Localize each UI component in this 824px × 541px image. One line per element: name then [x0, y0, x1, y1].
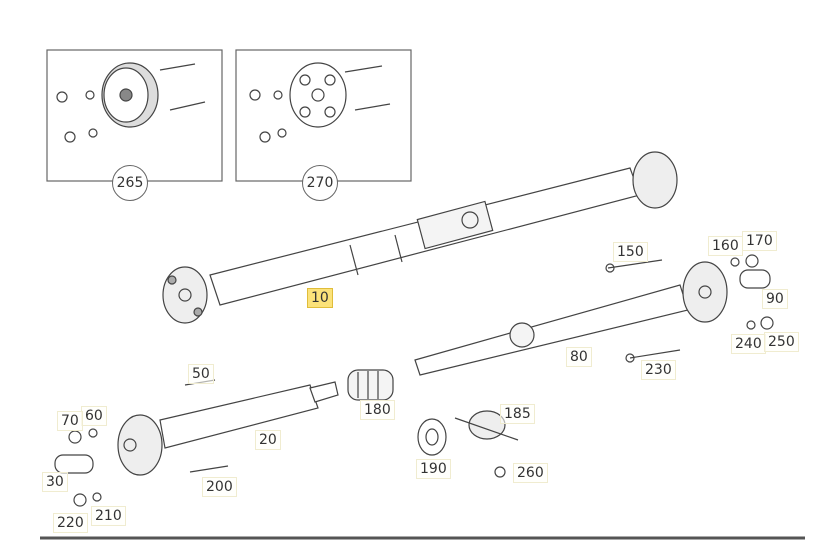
flex-disc-270-icon	[249, 62, 391, 143]
part-label-150[interactable]: 150	[613, 242, 648, 262]
propeller-shaft-20	[54, 379, 339, 507]
part-label-70[interactable]: 70	[57, 411, 83, 431]
part-label-260[interactable]: 260	[513, 463, 548, 483]
part-label-80[interactable]: 80	[566, 347, 592, 367]
propeller-shaft-80	[414, 254, 774, 376]
part-label-90[interactable]: 90	[762, 289, 788, 309]
part-label-220[interactable]: 220	[53, 513, 88, 533]
part-label-250[interactable]: 250	[764, 332, 799, 352]
kit-label-270[interactable]: 270	[302, 165, 338, 201]
kit-label-265[interactable]: 265	[112, 165, 148, 201]
part-label-10[interactable]: 10	[307, 288, 333, 308]
flex-disc-265-icon	[56, 62, 206, 143]
part-label-185[interactable]: 185	[500, 404, 535, 424]
part-label-230[interactable]: 230	[641, 360, 676, 380]
part-label-200[interactable]: 200	[202, 477, 237, 497]
part-label-60[interactable]: 60	[81, 406, 107, 426]
part-label-30[interactable]: 30	[42, 472, 68, 492]
part-label-170[interactable]: 170	[742, 231, 777, 251]
part-label-180[interactable]: 180	[360, 400, 395, 420]
boot-180	[347, 369, 394, 401]
part-label-190[interactable]: 190	[416, 459, 451, 479]
part-label-50[interactable]: 50	[188, 364, 214, 384]
part-label-20[interactable]: 20	[255, 430, 281, 450]
center-bearing-185	[417, 410, 519, 478]
propeller-shaft-10	[162, 151, 678, 324]
part-label-160[interactable]: 160	[708, 236, 743, 256]
part-label-240[interactable]: 240	[731, 334, 766, 354]
part-label-210[interactable]: 210	[91, 506, 126, 526]
